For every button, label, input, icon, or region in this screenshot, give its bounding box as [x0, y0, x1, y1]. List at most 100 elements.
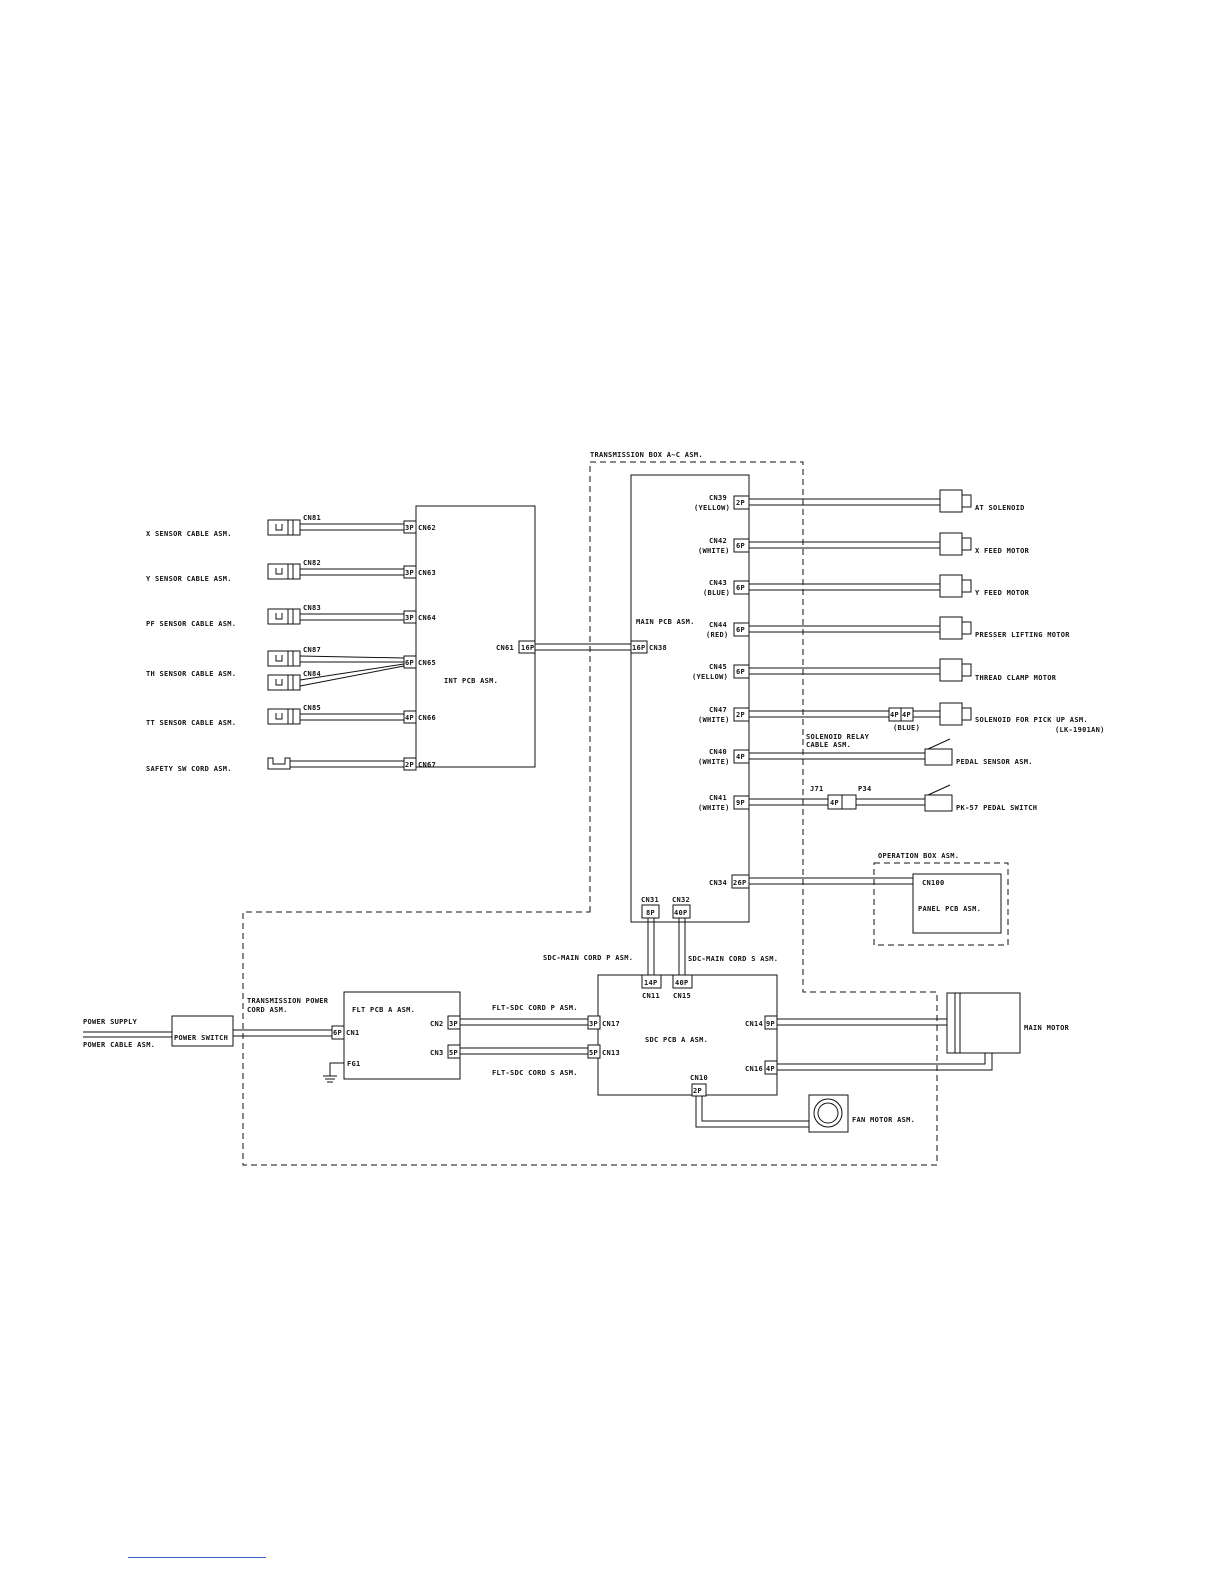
svg-text:SDC-MAIN CORD S ASM.: SDC-MAIN CORD S ASM. — [688, 955, 778, 963]
transmission-box-enclosure — [242, 461, 938, 1166]
sensor-tt: TT SENSOR CABLE ASM. CN85 4P CN66 — [146, 704, 436, 727]
fan-motor-label: FAN MOTOR ASM. — [852, 1116, 915, 1124]
svg-text:(WHITE): (WHITE) — [698, 804, 730, 812]
int-pcb-box — [415, 505, 536, 768]
svg-text:CN34: CN34 — [709, 879, 727, 887]
sensor-x: X SENSOR CABLE ASM. CN81 3P CN62 — [146, 514, 436, 538]
output-pickup-solenoid: CN47 (WHITE) 2P 4P 4P (BLUE) SOLENOID FO… — [698, 702, 1104, 734]
svg-text:4P: 4P — [830, 799, 839, 807]
power-cable-label: POWER CABLE ASM. — [83, 1041, 155, 1049]
sensor-x-cn: CN81 — [303, 514, 321, 522]
output-x-feed-motor: CN42 (WHITE) 6P X FEED MOTOR — [698, 532, 1029, 556]
svg-text:CN42: CN42 — [709, 537, 727, 545]
svg-text:Y FEED MOTOR: Y FEED MOTOR — [975, 589, 1030, 597]
power-switch-box — [171, 1015, 234, 1047]
footer-rule — [128, 1557, 266, 1558]
svg-text:CN47: CN47 — [709, 706, 727, 714]
svg-text:4P: 4P — [405, 714, 414, 722]
svg-text:(WHITE): (WHITE) — [698, 547, 730, 555]
svg-text:40P: 40P — [675, 979, 689, 987]
svg-text:CN15: CN15 — [673, 992, 691, 1000]
sdc-pcb-box — [597, 974, 778, 1096]
svg-text:26P: 26P — [733, 879, 747, 887]
svg-text:9P: 9P — [766, 1020, 775, 1028]
output-pedal-sensor: CN40 (WHITE) 4P PEDAL SENSOR ASM. — [698, 738, 1033, 766]
fan-icon — [813, 1098, 843, 1128]
svg-text:CN65: CN65 — [418, 659, 436, 667]
svg-text:4P: 4P — [902, 711, 911, 719]
svg-text:CN67: CN67 — [418, 761, 436, 769]
svg-text:6P: 6P — [736, 584, 745, 592]
fg1-label: FG1 — [347, 1060, 361, 1068]
svg-text:CN40: CN40 — [709, 748, 727, 756]
svg-text:3P: 3P — [589, 1020, 598, 1028]
output-at-solenoid: CN39 (YELLOW) 2P AT SOLENOID — [694, 489, 1025, 513]
svg-text:CN39: CN39 — [709, 494, 727, 502]
svg-text:CN82: CN82 — [303, 559, 321, 567]
svg-text:CN10: CN10 — [690, 1074, 708, 1082]
sdc-fan-motor: CN10 2P FAN MOTOR ASM. — [690, 1074, 915, 1133]
sdc-main-motor: CN14 9P CN16 4P MAIN MOTOR — [745, 992, 1070, 1075]
safety-switch-label: SAFETY SW CORD ASM. — [146, 765, 232, 773]
output-pk57-pedal-switch: CN41 (WHITE) 9P J71 P34 4P PK-57 PEDAL S… — [698, 784, 1037, 812]
power-supply-label: POWER SUPPLY — [83, 1018, 138, 1026]
panel-pcb-box — [912, 873, 1002, 934]
svg-text:9P: 9P — [736, 799, 745, 807]
svg-text:3P: 3P — [405, 569, 414, 577]
sensor-y-label: Y SENSOR CABLE ASM. — [146, 575, 232, 583]
svg-text:2P: 2P — [693, 1087, 702, 1095]
sdc-pcb-label: SDC PCB A ASM. — [645, 1036, 708, 1044]
sensor-th-label: TH SENSOR CABLE ASM. — [146, 670, 236, 678]
svg-text:CN66: CN66 — [418, 714, 436, 722]
svg-text:(BLUE): (BLUE) — [703, 589, 730, 597]
svg-text:(YELLOW): (YELLOW) — [692, 673, 728, 681]
power-switch-label: POWER SWITCH — [174, 1034, 228, 1042]
svg-text:FLT-SDC CORD P ASM.: FLT-SDC CORD P ASM. — [492, 1004, 578, 1012]
svg-text:CN63: CN63 — [418, 569, 436, 577]
svg-text:6P: 6P — [405, 659, 414, 667]
sensor-x-label: X SENSOR CABLE ASM. — [146, 530, 232, 538]
ground-symbol — [323, 1062, 344, 1083]
svg-text:2P: 2P — [736, 499, 745, 507]
svg-text:PK-57 PEDAL SWITCH: PK-57 PEDAL SWITCH — [956, 804, 1037, 812]
main-motor-label: MAIN MOTOR — [1024, 1024, 1070, 1032]
cn34-panel-link: CN34 26P CN100 PANEL PCB ASM. — [709, 873, 1002, 934]
svg-text:4P: 4P — [736, 753, 745, 761]
svg-text:(WHITE): (WHITE) — [698, 716, 730, 724]
svg-text:CN3: CN3 — [430, 1049, 444, 1057]
svg-text:6P: 6P — [736, 626, 745, 634]
svg-text:CN45: CN45 — [709, 663, 727, 671]
svg-text:PEDAL SENSOR ASM.: PEDAL SENSOR ASM. — [956, 758, 1033, 766]
svg-text:CN85: CN85 — [303, 704, 321, 712]
svg-text:5P: 5P — [449, 1049, 458, 1057]
svg-text:CN16: CN16 — [745, 1065, 763, 1073]
svg-text:4P: 4P — [890, 711, 899, 719]
svg-text:J71: J71 — [810, 785, 824, 793]
trans-power-cord-label-2: CORD ASM. — [247, 1006, 288, 1014]
sensor-pf-label: PF SENSOR CABLE ASM. — [146, 620, 236, 628]
svg-text:CN62: CN62 — [418, 524, 436, 532]
svg-text:CN14: CN14 — [745, 1020, 763, 1028]
svg-text:8P: 8P — [646, 909, 655, 917]
cn61-pin: 16P — [521, 644, 535, 652]
svg-text:CN1: CN1 — [346, 1029, 360, 1037]
svg-text:2P: 2P — [736, 711, 745, 719]
svg-text:(YELLOW): (YELLOW) — [694, 504, 730, 512]
svg-text:6P: 6P — [333, 1029, 342, 1037]
fan-motor-box — [808, 1094, 849, 1133]
panel-pcb-label: PANEL PCB ASM. — [918, 905, 981, 913]
svg-text:3P: 3P — [405, 614, 414, 622]
flt-sdc-s: CN3 5P FLT-SDC CORD S ASM. 5P CN13 — [430, 1044, 620, 1077]
sensor-th: TH SENSOR CABLE ASM. CN87 CN84 6P CN65 — [146, 646, 436, 691]
svg-text:2P: 2P — [405, 761, 414, 769]
svg-text:CN100: CN100 — [922, 879, 945, 887]
main-pcb-label: MAIN PCB ASM. — [636, 618, 695, 626]
sensor-tt-label: TT SENSOR CABLE ASM. — [146, 719, 236, 727]
svg-text:(RED): (RED) — [706, 631, 729, 639]
svg-text:14P: 14P — [644, 979, 658, 987]
output-y-feed-motor: CN43 (BLUE) 6P Y FEED MOTOR — [703, 574, 1030, 598]
output-thread-clamp-motor: CN45 (YELLOW) 6P THREAD CLAMP MOTOR — [692, 658, 1056, 682]
svg-text:3P: 3P — [449, 1020, 458, 1028]
svg-text:AT SOLENOID: AT SOLENOID — [975, 504, 1025, 512]
svg-text:CN32: CN32 — [672, 896, 690, 904]
